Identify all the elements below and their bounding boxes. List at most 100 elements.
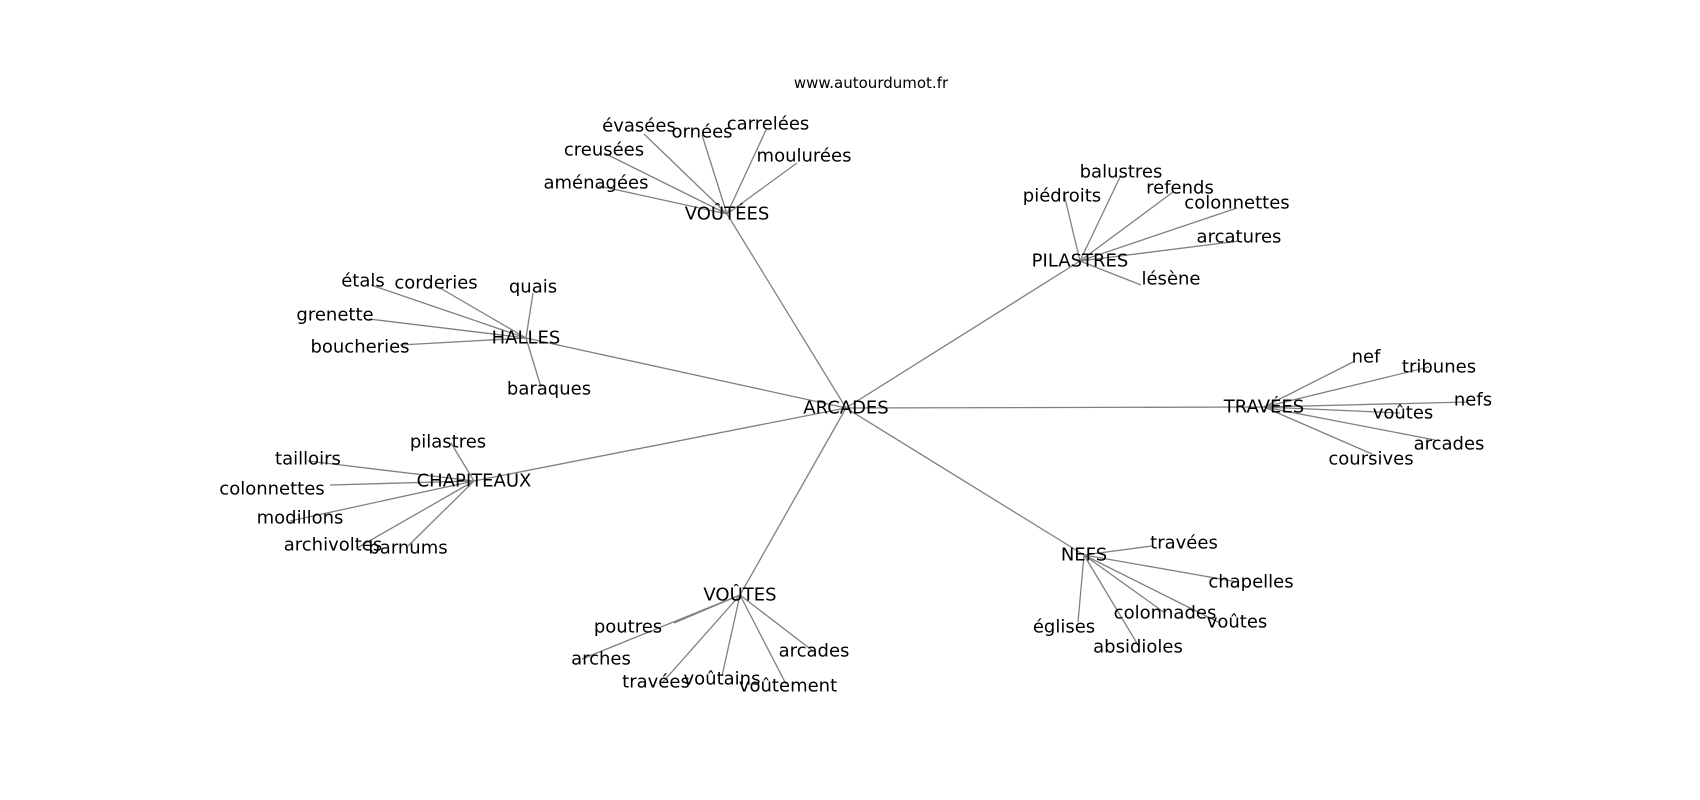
- word-node-label: chapelles: [1208, 572, 1293, 593]
- hub-word-edge: [1083, 554, 1139, 646]
- root-hub-edge: [525, 337, 847, 409]
- hub-word-edge: [1083, 554, 1239, 583]
- word-node-label: étals: [341, 271, 385, 292]
- hub-word-edge: [1263, 401, 1468, 408]
- hub-word-edge: [1083, 545, 1153, 556]
- hub-word-edge: [407, 480, 475, 547]
- word-node-label: boucheries: [310, 337, 409, 358]
- hub-word-edge: [603, 152, 728, 215]
- hub-word-edge: [1263, 360, 1356, 408]
- hub-word-edge: [1079, 207, 1238, 262]
- word-node-label: nef: [1352, 347, 1381, 368]
- hub-node-label: PILASTRES: [1032, 251, 1129, 272]
- hub-word-edge: [643, 133, 728, 215]
- word-node-label: balustres: [1080, 162, 1163, 183]
- word-node-label: aménagées: [543, 173, 648, 194]
- root-hub-edge: [845, 406, 1265, 409]
- word-node-label: arcades: [779, 641, 850, 662]
- hub-word-edge: [439, 287, 527, 339]
- hub-word-edge: [1079, 191, 1174, 262]
- hub-word-edge: [1263, 406, 1373, 455]
- hub-word-edge: [1079, 260, 1142, 286]
- hub-word-edge: [726, 129, 767, 215]
- hub-word-edge: [581, 594, 741, 660]
- word-node-label: creusées: [564, 140, 644, 161]
- hub-word-edge: [356, 480, 475, 549]
- word-node-label: refends: [1146, 178, 1214, 199]
- word-node-label: lésène: [1141, 269, 1200, 290]
- word-node-label: corderies: [394, 273, 477, 294]
- root-hub-edge: [726, 213, 847, 409]
- word-node-label: moulurées: [757, 146, 852, 167]
- word-node-label: travées: [622, 672, 690, 693]
- hub-word-edge: [1063, 193, 1081, 262]
- word-node-label: voûtains: [684, 669, 761, 690]
- hub-word-edge: [525, 337, 542, 388]
- hub-node-label: CHAPITEAUX: [417, 471, 532, 492]
- root-node-label: ARCADES: [803, 398, 888, 419]
- hub-word-edge: [399, 337, 527, 346]
- hub-word-edge: [1083, 554, 1219, 623]
- word-node-label: coursives: [1328, 449, 1413, 470]
- word-node-label: ornées: [671, 122, 732, 143]
- hub-word-edge: [1263, 406, 1436, 441]
- hub-word-edge: [1079, 174, 1122, 262]
- hub-word-edge: [721, 594, 741, 677]
- hub-word-edge: [739, 594, 787, 685]
- hub-word-edge: [598, 185, 728, 215]
- root-hub-edge: [473, 407, 847, 482]
- hub-word-edge: [701, 134, 728, 215]
- word-node-label: églises: [1033, 617, 1095, 638]
- word-node-label: quais: [509, 277, 557, 298]
- site-url-label: www.autourdumot.fr: [794, 74, 949, 92]
- hub-word-edge: [329, 480, 475, 486]
- word-node-label: nefs: [1454, 390, 1492, 411]
- word-node-label: colonnettes: [1184, 193, 1289, 214]
- word-node-label: tribunes: [1402, 357, 1476, 378]
- word-node-label: évasées: [602, 116, 676, 137]
- word-node-label: absidioles: [1093, 637, 1183, 658]
- hub-word-edge: [1263, 406, 1401, 414]
- word-node-label: arches: [571, 649, 631, 670]
- word-node-label: voûtement: [739, 676, 837, 697]
- word-node-label: voûtes: [1373, 403, 1434, 424]
- word-node-label: arcatures: [1197, 227, 1282, 248]
- root-hub-edge: [739, 407, 847, 596]
- word-node-label: arcades: [1414, 434, 1485, 455]
- hub-node-label: VOÛTES: [703, 584, 776, 606]
- hub-word-edge: [450, 442, 475, 482]
- word-node-label: baraques: [507, 379, 591, 400]
- hub-word-edge: [307, 460, 475, 482]
- word-node-label: pilastres: [410, 432, 486, 453]
- hub-node-label: NEFS: [1061, 545, 1107, 566]
- hub-word-edge: [525, 292, 534, 339]
- word-node-label: colonnades: [1114, 603, 1217, 624]
- hub-word-edge: [370, 284, 527, 339]
- word-node-label: piédroits: [1023, 186, 1101, 207]
- word-node-label: modillons: [257, 508, 344, 529]
- hub-word-edge: [661, 594, 741, 684]
- hub-node-label: TRAVÉES: [1223, 396, 1304, 418]
- graph-edges: [289, 129, 1468, 685]
- hub-word-edge: [289, 480, 475, 522]
- root-hub-edge: [845, 407, 1085, 556]
- hub-word-edge: [1077, 554, 1085, 623]
- hub-word-edge: [1083, 554, 1166, 614]
- word-node-label: archivoltes: [284, 535, 383, 556]
- word-node-label: barnums: [368, 538, 447, 559]
- hub-node-label: VOÛTÉES: [685, 203, 770, 225]
- hub-word-edge: [368, 318, 527, 339]
- root-hub-edge: [845, 260, 1081, 409]
- word-node-label: carrelées: [727, 114, 810, 135]
- hub-word-edge: [1079, 240, 1240, 262]
- hub-word-edge: [1263, 366, 1430, 408]
- word-node-label: voûtes: [1207, 612, 1268, 633]
- word-node-label: travées: [1150, 533, 1218, 554]
- hub-node-label: HALLES: [492, 328, 561, 349]
- hub-word-edge: [739, 594, 814, 652]
- word-node-label: grenette: [296, 305, 373, 326]
- word-node-label: poutres: [594, 617, 662, 638]
- hub-word-edge: [726, 162, 798, 215]
